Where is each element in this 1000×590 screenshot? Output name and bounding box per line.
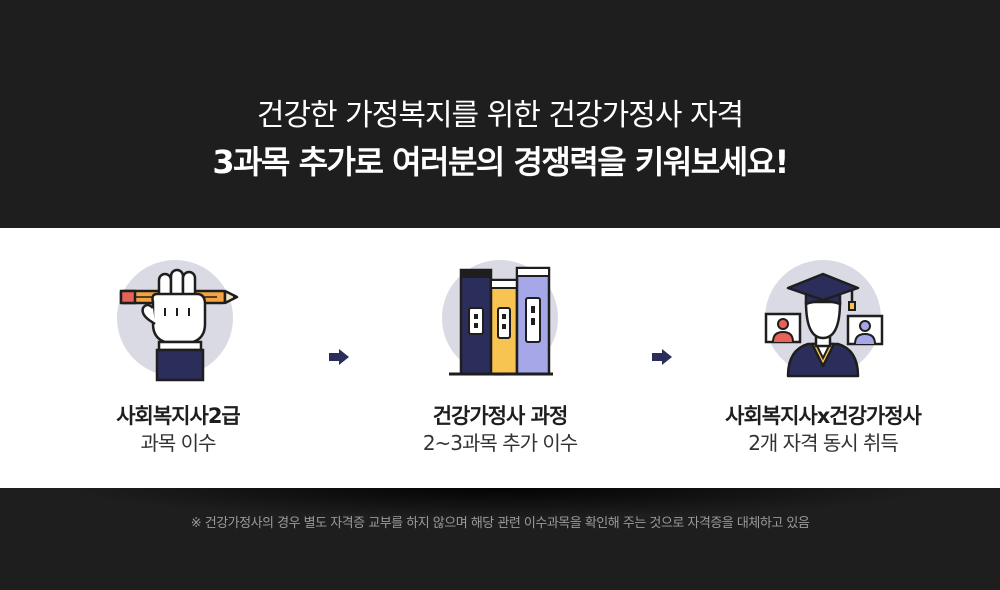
hand-pencil-icon <box>117 260 239 382</box>
arrow-right-icon <box>652 349 672 365</box>
arrow-right-icon <box>329 349 349 365</box>
headline-line1: 건강한 가정복지를 위한 건강가정사 자격 <box>256 98 744 133</box>
headline-line2: 3과목 추가로 여러분의 경쟁력을 키워보세요! <box>212 143 789 181</box>
step-title: 사회복지사2급 <box>116 404 241 428</box>
step-subtitle: 2~3과목 추가 이수 <box>422 431 578 455</box>
band-shadow <box>60 488 940 518</box>
books-icon <box>442 260 558 376</box>
footnote: ※ 건강가정사의 경우 별도 자격증 교부를 하지 않으며 해당 관련 이수과목… <box>190 516 810 531</box>
step-title: 사회복지사x건강가정사 <box>725 404 922 428</box>
step-social-worker: 사회복지사2급 과목 이수 <box>28 258 328 456</box>
step-healthy-family: 건강가정사 과정 2~3과목 추가 이수 <box>350 258 650 456</box>
step-subtitle: 2개 자격 동시 취득 <box>748 431 899 455</box>
step-subtitle: 과목 이수 <box>140 431 217 455</box>
step-title: 건강가정사 과정 <box>432 404 569 428</box>
top-banner: 건강한 가정복지를 위한 건강가정사 자격 3과목 추가로 여러분의 경쟁력을 … <box>0 0 1000 228</box>
step-dual-certificate: 사회복지사x건강가정사 2개 자격 동시 취득 <box>673 258 973 456</box>
graduate-icon <box>764 260 884 378</box>
steps-band: 사회복지사2급 과목 이수 <box>0 228 1000 488</box>
